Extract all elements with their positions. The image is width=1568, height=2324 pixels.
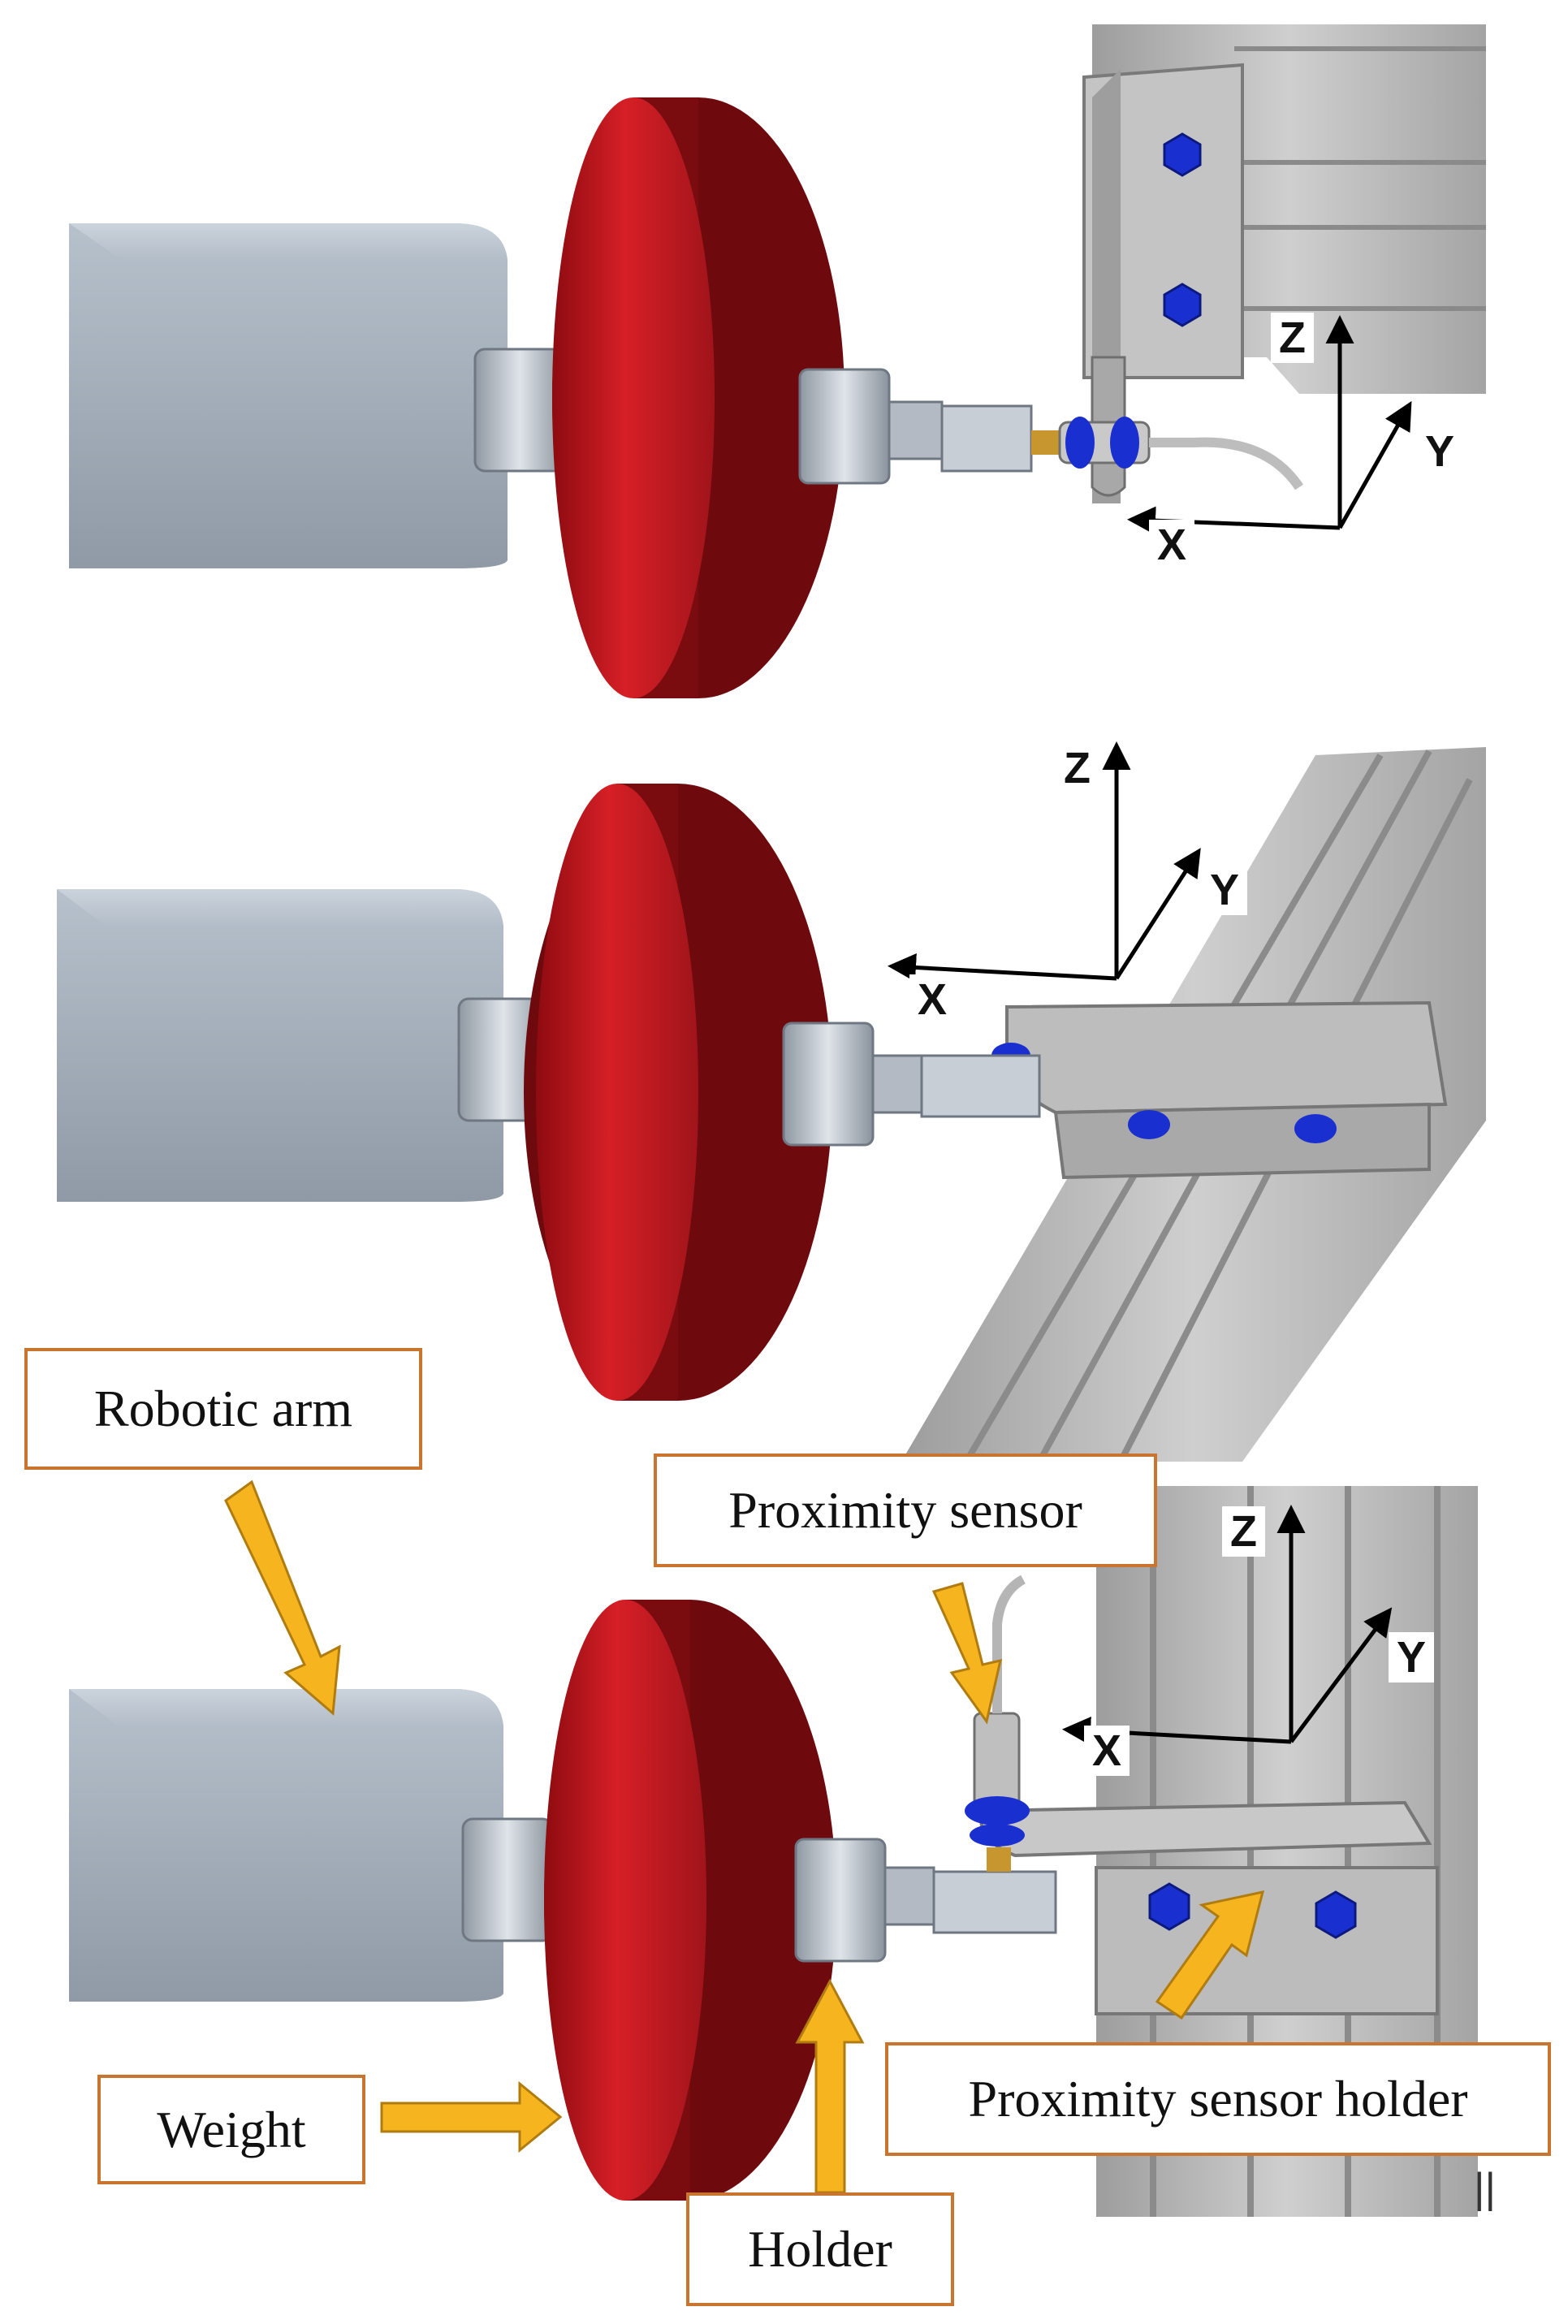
- holder-middle: [782, 1022, 1041, 1147]
- holder-top: [798, 368, 1060, 485]
- bolt-icon: [1163, 132, 1202, 177]
- arrow-sensor-holder: [1155, 1890, 1265, 2020]
- arrow-holder: [795, 1978, 865, 2194]
- weight-disc-top: [552, 97, 844, 698]
- arrow-robotic-arm: [224, 1479, 341, 1717]
- axis-y-label-middle: Y: [1202, 865, 1248, 916]
- axis-y-label-bottom: Y: [1389, 1632, 1435, 1683]
- callout-holder: Holder: [686, 2192, 954, 2306]
- callout-proximity-sensor-holder: Proximity sensor holder: [885, 2042, 1551, 2156]
- page-artifact: ||: [1474, 2165, 1497, 2212]
- proximity-sensor-bottom: [965, 1575, 1030, 1847]
- callout-proximity-sensor: Proximity sensor: [654, 1454, 1157, 1567]
- robotic-arm-top: [69, 223, 566, 568]
- axis-z-label-bottom: Z: [1222, 1506, 1265, 1557]
- callout-arrows: [224, 1479, 1265, 2194]
- weight-disc-middle: [524, 784, 832, 1401]
- weight-disc-bottom: [544, 1600, 836, 2201]
- arrow-proximity-sensor: [931, 1582, 1002, 1725]
- robotic-arm-middle: [57, 889, 550, 1202]
- robotic-arm-bottom: [69, 1689, 554, 2002]
- axes-middle: [888, 741, 1201, 982]
- axis-z-label-middle: Z: [1056, 743, 1099, 794]
- axis-y-label-top: Y: [1417, 426, 1463, 477]
- axis-x-label-middle: X: [909, 974, 956, 1026]
- panel-middle: [57, 741, 1486, 1464]
- proximity-sensor-holder-bottom: [979, 1800, 1439, 2015]
- proximity-sensor-top: [1058, 417, 1303, 490]
- axis-x-label-bottom: X: [1084, 1726, 1130, 1777]
- callout-weight: Weight: [97, 2075, 365, 2184]
- bolt-icon: [1148, 1882, 1190, 1931]
- bolt-icon: [1294, 1114, 1337, 1143]
- arrow-weight: [380, 2080, 563, 2153]
- bolt-icon: [1128, 1110, 1170, 1139]
- axis-z-label-top: Z: [1271, 313, 1314, 364]
- panel-top: [69, 24, 1486, 698]
- bolt-icon: [1163, 283, 1202, 327]
- sensor-bracket-middle: [1005, 1000, 1448, 1180]
- holder-bottom: [794, 1838, 1057, 1963]
- callout-robotic-arm: Robotic arm: [24, 1348, 422, 1470]
- bolt-icon: [1315, 1890, 1357, 1939]
- axis-x-label-top: X: [1149, 520, 1195, 571]
